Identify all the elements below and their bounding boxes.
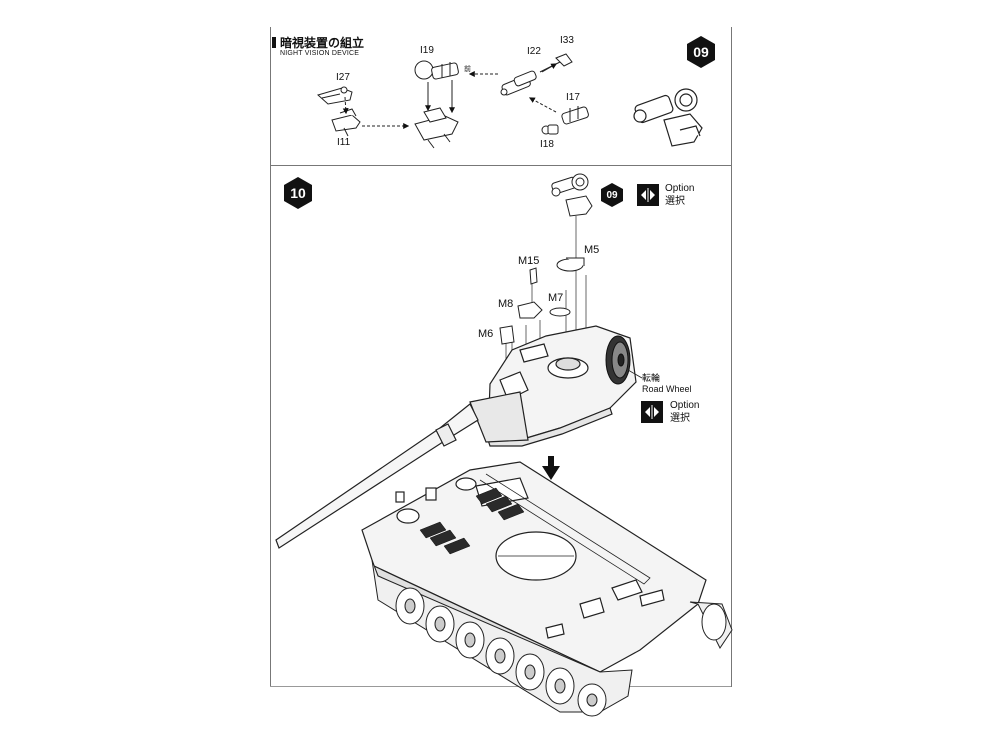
hexagon-icon — [601, 183, 623, 207]
option-top-label: Option 選択 — [665, 182, 694, 208]
right-track-drawing — [689, 601, 733, 649]
option-mid-en: Option — [670, 400, 700, 411]
section-title-jp: 暗視装置の組立 — [280, 36, 365, 50]
part-i33-drawing — [539, 53, 573, 73]
night-vision-completed-drawing — [633, 88, 703, 147]
bottom-rule — [270, 686, 731, 687]
part-label-m5: M5 — [584, 244, 600, 256]
part-label-i18: I18 — [540, 139, 554, 150]
part-label-i17: I17 — [566, 92, 580, 103]
road-wheel-leader — [627, 369, 643, 379]
arrow-i27-to-i11 — [342, 96, 349, 115]
left-track-drawing — [371, 559, 633, 717]
part-label-i22: I22 — [527, 46, 541, 57]
turret-drawing — [469, 325, 637, 447]
part-label-i33: I33 — [560, 35, 574, 46]
subassembly-09-drawing — [551, 173, 593, 217]
part-m8-drawing — [517, 301, 543, 319]
step-09-badge: 09 — [684, 35, 718, 69]
part-i22-drawing — [500, 70, 537, 96]
part-i19-drawing — [414, 60, 459, 80]
part-i27-drawing — [316, 86, 353, 105]
option-top-en: Option — [665, 183, 695, 194]
down-arrow-icon — [542, 456, 560, 480]
part-m5-drawing — [556, 257, 585, 272]
hexagon-icon — [284, 177, 312, 209]
night-vision-base-drawing — [414, 107, 459, 149]
option-mid-label: Option 選択 — [670, 399, 699, 425]
section-divider — [270, 165, 731, 166]
part-label-m7: M7 — [548, 292, 564, 304]
arrow-i17-to-i22 — [528, 97, 557, 113]
part-label-i11: I11 — [337, 137, 351, 148]
option-mid-jp: 選択 — [670, 413, 690, 424]
part-i17-drawing — [561, 106, 589, 125]
instruction-frame — [270, 27, 732, 687]
part-label-i27: I27 — [336, 72, 350, 83]
part-m15-drawing — [529, 267, 538, 285]
hexagon-icon — [687, 36, 715, 68]
step-10-number: 10 — [290, 185, 306, 201]
gun-barrel-drawing — [275, 403, 479, 549]
part-m7-drawing — [549, 307, 571, 317]
engine-grills — [419, 487, 525, 555]
option-top-jp: 選択 — [665, 196, 685, 207]
part-i11-drawing — [331, 108, 361, 137]
option-icon-mid — [641, 401, 663, 423]
front-mark-label: 前 — [464, 66, 471, 73]
road-wheel-en: Road Wheel — [642, 384, 692, 394]
road-wheel-drawing — [605, 335, 631, 385]
step-10-badge: 10 — [281, 176, 315, 210]
step-09-number: 09 — [693, 44, 709, 60]
heading-marker — [272, 37, 276, 48]
part-label-m15: M15 — [518, 255, 540, 267]
part-label-m6: M6 — [478, 328, 494, 340]
part-label-m8: M8 — [498, 298, 514, 310]
subassembly-ref-number: 09 — [606, 189, 618, 201]
arrow-i33 — [541, 63, 558, 73]
option-icon-top — [637, 184, 659, 206]
part-i18-drawing — [541, 124, 559, 135]
section-title-en: NIGHT VISION DEVICE — [280, 50, 360, 57]
part-label-i19: I19 — [420, 45, 434, 56]
road-wheel-label: 転輪 Road Wheel — [642, 373, 692, 395]
subassembly-ref-badge: 09 — [599, 182, 625, 208]
part-m6-drawing — [499, 325, 515, 345]
road-wheel-jp: 転輪 — [642, 373, 661, 383]
